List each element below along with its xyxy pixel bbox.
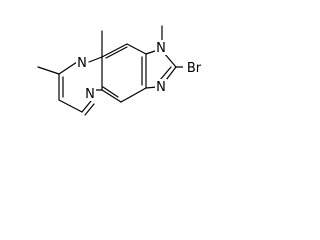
bond: [120, 87, 147, 103]
bond: [102, 86, 119, 98]
bond: [88, 56, 103, 63]
atom-n-pyrazine-bottom: N: [85, 87, 95, 102]
bond: [101, 43, 128, 58]
atom-n-imidazole-methyl: N: [156, 41, 166, 56]
bond: [101, 89, 122, 103]
bond: [37, 66, 60, 75]
bond: [58, 99, 83, 113]
bond: [163, 52, 177, 68]
bond: [126, 43, 147, 55]
bond: [105, 46, 128, 59]
atom-n-pyrazine-top: N: [77, 56, 87, 71]
atom-bromine: Br: [187, 61, 202, 76]
bond: [159, 66, 172, 81]
molecule-structure: N N N N Br: [37, 25, 205, 116]
bond-lines: [37, 25, 186, 116]
atom-n-imidazole-ring: N: [156, 80, 166, 95]
bond: [81, 100, 92, 113]
bond: [84, 103, 95, 116]
bond: [58, 61, 78, 75]
atom-labels: N N N N Br: [76, 40, 205, 102]
